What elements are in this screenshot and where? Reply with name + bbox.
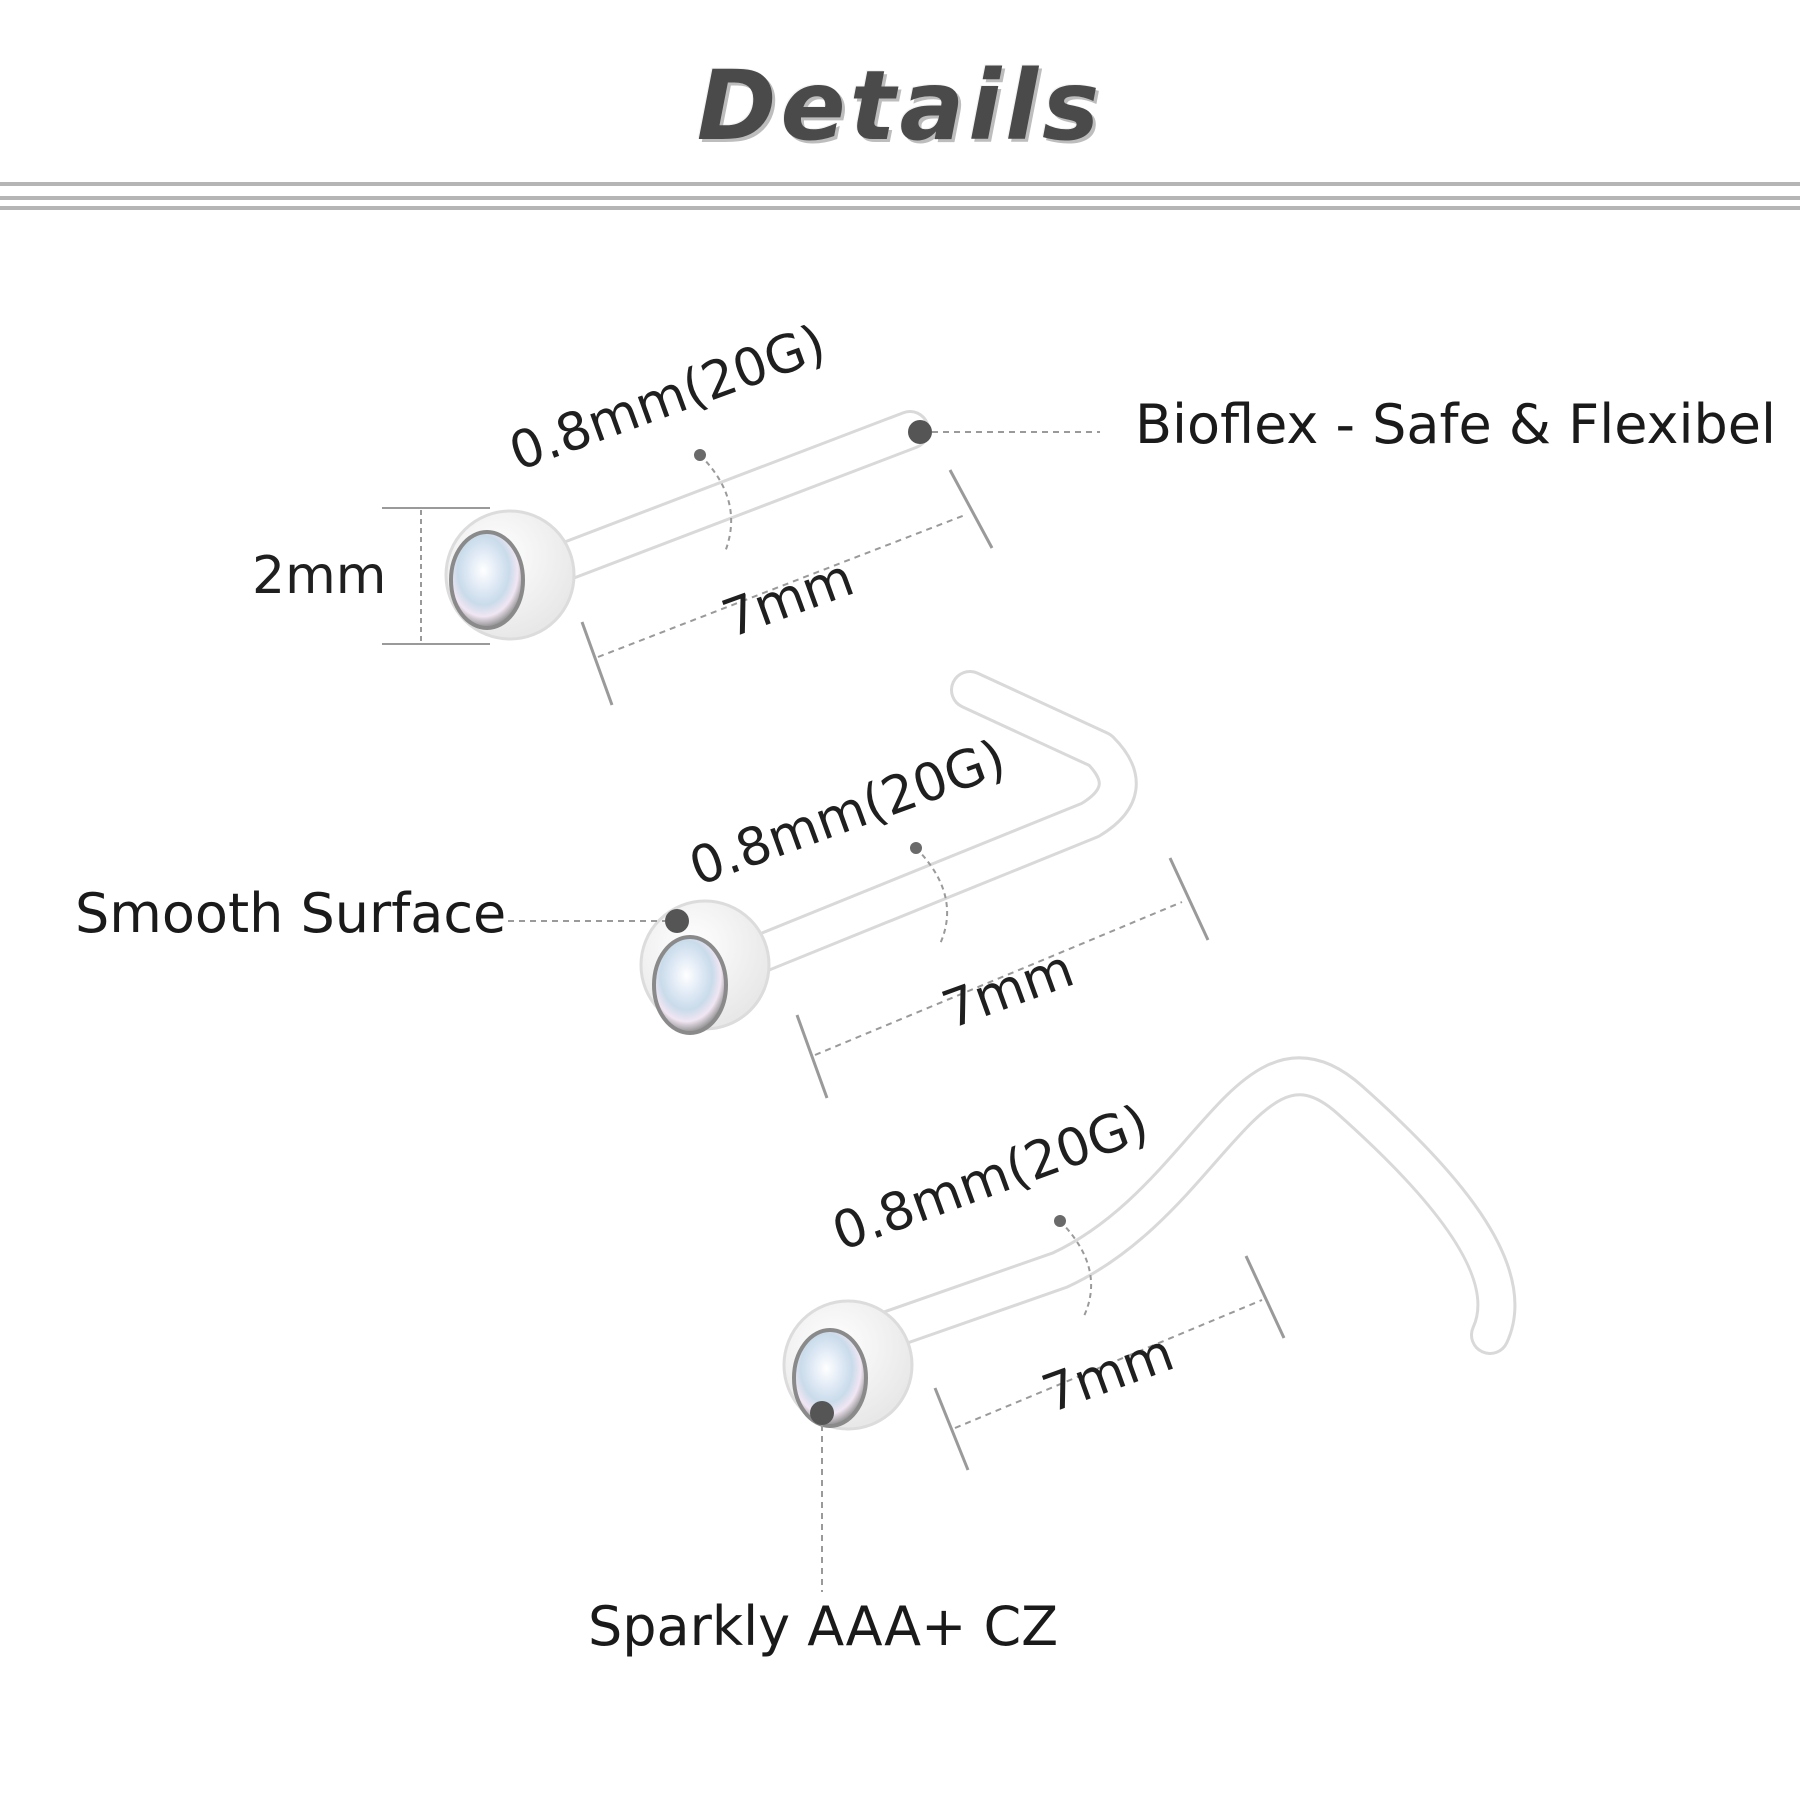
cz-gem-icon bbox=[652, 935, 728, 1035]
marker-dot bbox=[694, 449, 706, 461]
divider-line bbox=[0, 182, 1800, 186]
straight-stud-dimensions bbox=[382, 454, 994, 706]
cz-gem-icon bbox=[449, 530, 525, 630]
callout-dot bbox=[665, 909, 689, 933]
feature-bioflex-label: Bioflex - Safe & Flexibel bbox=[1135, 393, 1776, 456]
screw-stud-dimensions bbox=[933, 1220, 1286, 1471]
divider-line bbox=[0, 196, 1800, 200]
screw-stud bbox=[782, 1056, 1517, 1431]
feature-sparkly-cz-label: Sparkly AAA+ CZ bbox=[588, 1595, 1059, 1658]
head-size-label: 2mm bbox=[252, 546, 387, 606]
feature-smooth-surface-label: Smooth Surface bbox=[75, 882, 507, 945]
l-shape-stud bbox=[639, 670, 1138, 1035]
page-title: Details bbox=[696, 50, 1104, 162]
cz-gem-icon bbox=[792, 1328, 868, 1428]
callout-dot bbox=[810, 1401, 834, 1425]
marker-dot bbox=[910, 842, 922, 854]
callout-dot bbox=[908, 420, 932, 444]
divider-line bbox=[0, 206, 1800, 210]
marker-dot bbox=[1054, 1215, 1066, 1227]
l-shape-stud-dimensions bbox=[795, 847, 1210, 1099]
straight-stud bbox=[444, 410, 930, 641]
